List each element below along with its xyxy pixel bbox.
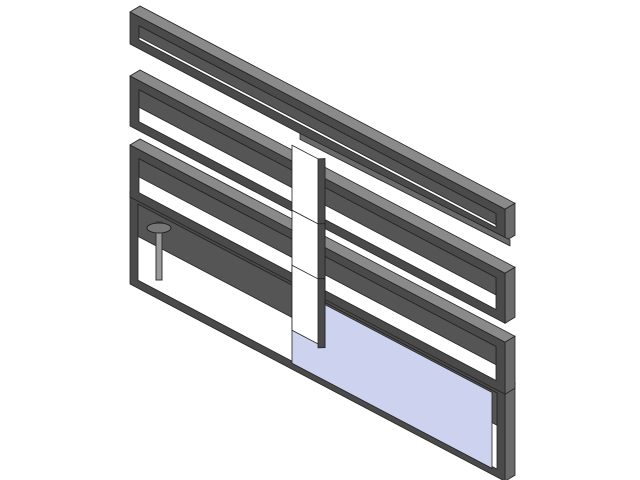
bottom-frame-side-edge	[504, 382, 516, 480]
leg-mount-plate	[146, 222, 172, 234]
shelf-3-side-edge	[504, 335, 516, 395]
shelf-2-side-edge	[504, 266, 516, 324]
divider-post-2	[317, 278, 326, 349]
support-leg	[155, 221, 163, 281]
glass-panel	[291, 286, 493, 470]
shelf-1-side-edge	[504, 202, 516, 242]
top-plank	[299, 132, 511, 247]
divider-post-0	[317, 158, 326, 229]
shelf-1-inner-back	[138, 25, 497, 226]
